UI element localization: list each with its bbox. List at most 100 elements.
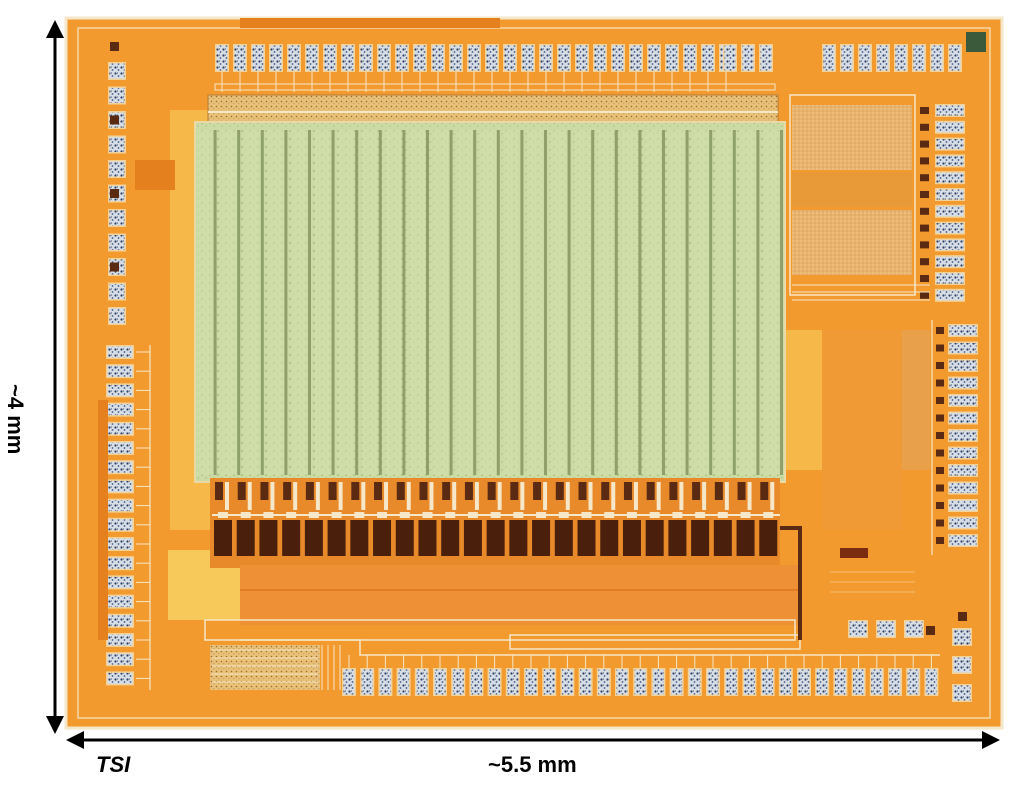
- via-block: [110, 262, 119, 272]
- bond-pad: [778, 668, 793, 696]
- bond-pad: [560, 668, 575, 696]
- column-cell: [385, 130, 402, 475]
- readout-line: [406, 482, 411, 510]
- readout-block: [737, 482, 746, 500]
- bond-pad: [948, 499, 978, 512]
- pixel-array: [194, 121, 786, 483]
- memory-blocks: [789, 94, 930, 530]
- column-line: [544, 130, 547, 475]
- top-pad-row: [214, 32, 986, 92]
- bond-pad: [912, 44, 926, 72]
- bond-pad: [323, 44, 337, 72]
- readout-block: [237, 482, 246, 500]
- bond-pad: [395, 44, 409, 72]
- bond-pad: [106, 460, 134, 475]
- column-cell: [527, 130, 543, 475]
- bond-pad: [935, 221, 965, 235]
- column-cell: [503, 130, 520, 475]
- readout-amp: [668, 520, 687, 556]
- column-line: [426, 130, 429, 475]
- bond-pad: [797, 668, 811, 696]
- bond-pad: [815, 668, 830, 696]
- readout-amp: [236, 520, 255, 556]
- readout-line: [702, 482, 707, 510]
- routing-strip: [98, 400, 108, 640]
- bond-pad: [596, 668, 611, 696]
- bond-pad: [505, 668, 520, 696]
- via-block: [936, 467, 944, 474]
- bond-pad: [108, 209, 126, 227]
- bond-pad: [106, 613, 134, 628]
- column-line: [756, 130, 760, 475]
- readout-amp: [282, 520, 301, 556]
- bond-pad: [948, 464, 978, 477]
- readout-line: [225, 482, 229, 510]
- readout-line: [611, 482, 616, 510]
- bond-pad: [935, 188, 965, 201]
- lower-routing: [204, 526, 940, 690]
- readout-block: [760, 482, 769, 500]
- column-line: [402, 130, 406, 475]
- readout-line: [747, 482, 752, 510]
- bond-pad: [724, 668, 739, 696]
- readout-line: [384, 482, 389, 510]
- readout-block: [646, 482, 655, 500]
- bond-pad: [360, 668, 375, 696]
- readout-block: [692, 482, 701, 500]
- column-line: [638, 130, 642, 475]
- via-block: [926, 626, 935, 635]
- via-block: [936, 362, 944, 369]
- readout-line: [679, 482, 684, 510]
- bond-pad: [948, 429, 978, 442]
- bond-pad: [431, 44, 445, 72]
- bond-pad: [467, 44, 481, 72]
- column-line: [496, 130, 500, 475]
- bond-pad: [106, 383, 134, 398]
- bond-pad: [359, 44, 373, 72]
- readout-amp: [759, 520, 778, 556]
- bond-pad: [935, 154, 965, 168]
- bond-pad: [106, 345, 134, 359]
- via-block: [920, 174, 929, 182]
- readout-amp: [645, 520, 664, 556]
- via-block: [920, 291, 929, 299]
- readout-block: [396, 482, 405, 500]
- column-cell: [763, 130, 779, 475]
- column-cell: [220, 130, 237, 475]
- readout-block: [487, 482, 496, 500]
- bus-line: [214, 83, 776, 91]
- bond-pad: [935, 272, 965, 285]
- bond-pad: [108, 62, 126, 80]
- readout-block: [555, 482, 564, 500]
- readout-line: [633, 482, 638, 510]
- bond-pad: [287, 44, 301, 72]
- bond-pad: [876, 44, 890, 72]
- bond-pad: [759, 44, 773, 72]
- left-pad-column: [98, 42, 151, 690]
- column-cell: [669, 130, 685, 475]
- bond-pad: [305, 44, 319, 72]
- readout-line: [361, 482, 366, 510]
- bond-pad: [108, 233, 126, 252]
- bond-pad: [948, 446, 978, 460]
- via-block: [936, 519, 944, 527]
- via-block: [936, 432, 944, 439]
- bond-pad: [948, 481, 978, 495]
- bond-pad: [633, 668, 648, 696]
- column-cell: [739, 130, 756, 475]
- via-block: [936, 502, 944, 509]
- bond-pad: [647, 44, 661, 72]
- readout-block: [714, 482, 723, 500]
- column-line: [567, 130, 571, 475]
- column-line: [520, 130, 524, 475]
- bond-pad: [952, 656, 972, 674]
- readout-block: [305, 482, 314, 500]
- width-arrow: [66, 731, 1000, 749]
- column-cell: [645, 130, 661, 475]
- readout-amp: [622, 520, 641, 556]
- via-block: [936, 379, 944, 387]
- readout-amp: [214, 520, 232, 556]
- bond-pad: [683, 44, 697, 72]
- bond-pad: [106, 537, 134, 551]
